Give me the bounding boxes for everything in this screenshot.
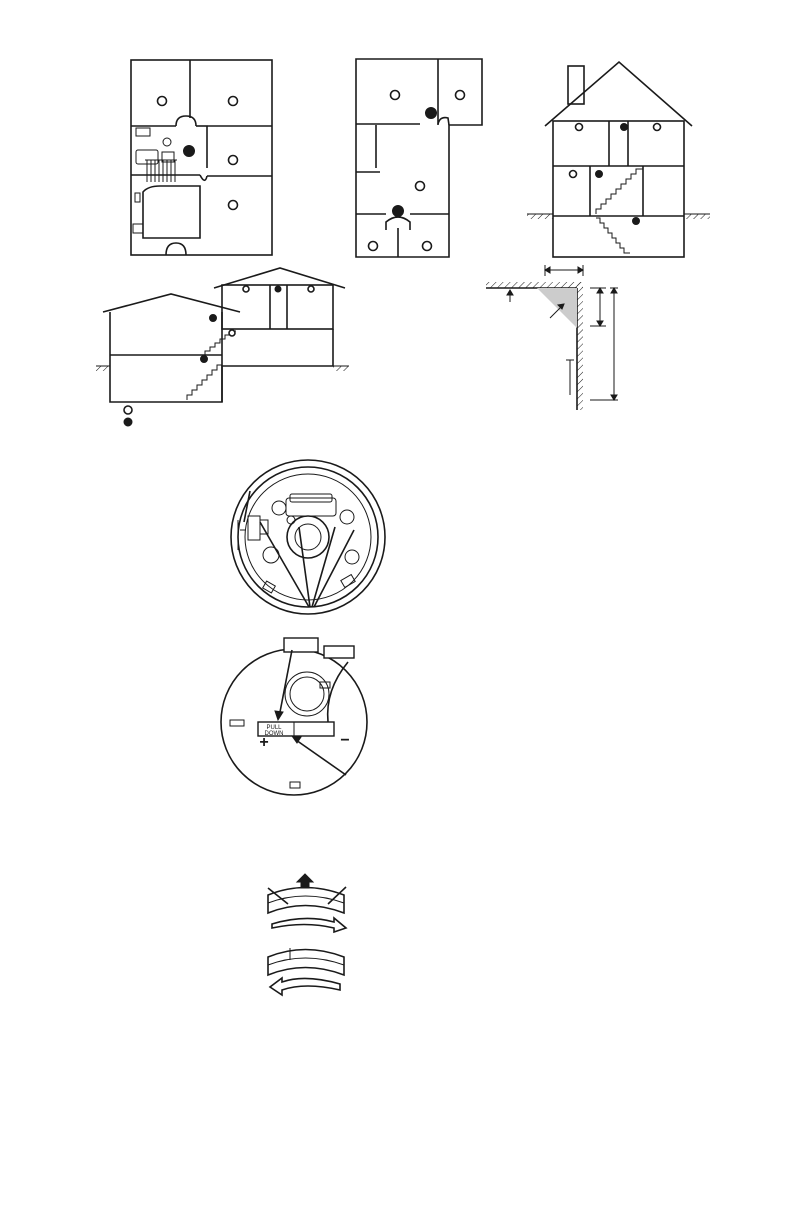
marker-legend bbox=[124, 406, 132, 426]
twist-mounting bbox=[268, 874, 346, 995]
rotate-arrow-icon bbox=[272, 918, 346, 932]
polarity-minus: − bbox=[340, 732, 349, 749]
polarity-plus: + bbox=[259, 734, 268, 751]
floor-plan-two-wings bbox=[356, 59, 482, 257]
battery-installation: PULL DOWN + − bbox=[221, 638, 367, 795]
photoelectric-detector-marker bbox=[124, 418, 132, 426]
mounting-bracket bbox=[231, 460, 385, 614]
battery-icon bbox=[284, 638, 318, 652]
split-level-house bbox=[96, 268, 349, 402]
up-arrow-icon bbox=[297, 874, 313, 888]
ionization-detector-marker bbox=[124, 406, 132, 414]
battery-icon-2 bbox=[324, 646, 354, 658]
floor-plan-single-level bbox=[131, 60, 272, 255]
dead-air-corner-diagram bbox=[486, 265, 618, 410]
house-cross-section bbox=[527, 62, 710, 257]
dead-air-zone bbox=[537, 288, 577, 328]
rotate-arrow-icon-2 bbox=[270, 978, 340, 995]
